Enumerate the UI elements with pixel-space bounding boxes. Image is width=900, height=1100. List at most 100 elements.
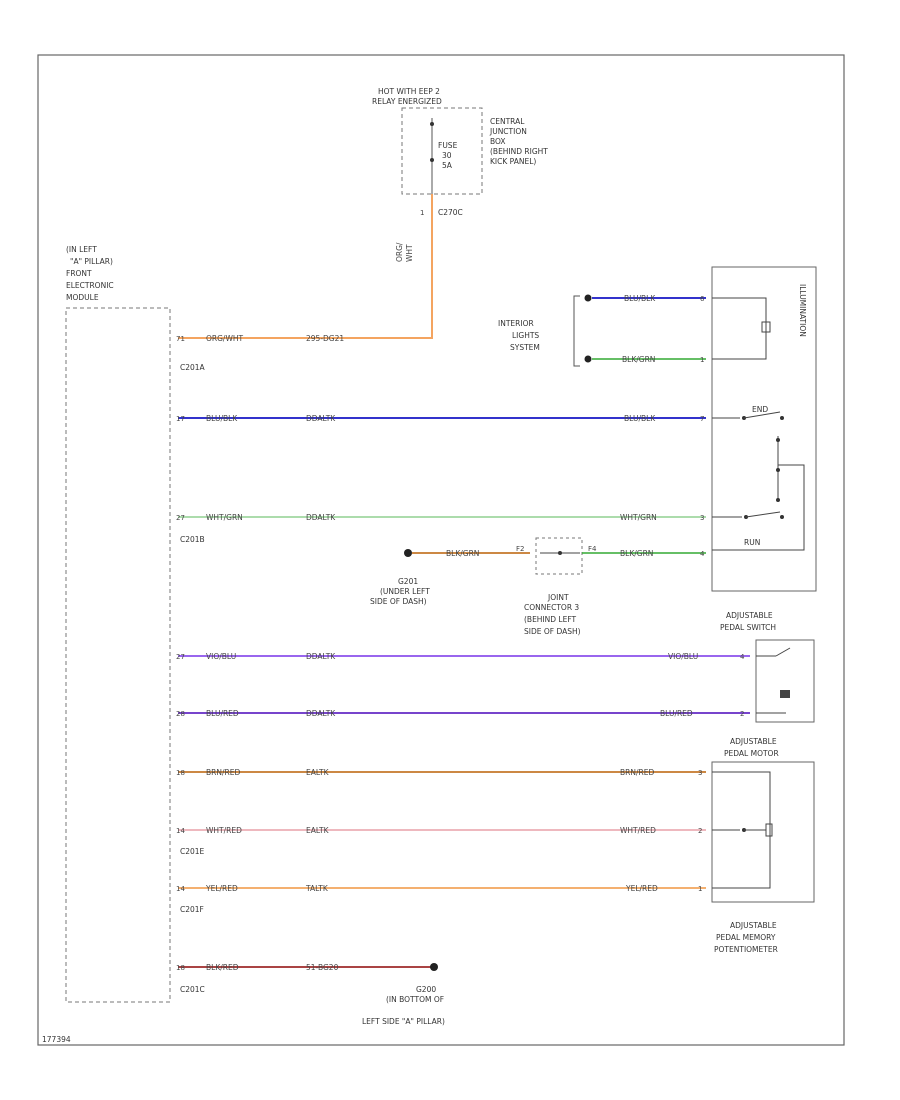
wire-7-code: YEL/RED [205, 884, 238, 893]
diagram-frame [37, 54, 845, 1046]
junction-desc-2: BOX [490, 137, 506, 146]
interior-bottom-code: BLK/GRN [622, 355, 655, 364]
fuse-note: HOT WITH EEP 2 [378, 87, 440, 96]
fuse-feed-wire: ORG/ WHT [178, 194, 433, 339]
wire-3-right-code: VIO/BLU [668, 652, 698, 661]
module-outline [65, 307, 171, 1003]
connector-c201b: C201B [180, 535, 205, 544]
junction-desc-0: CENTRAL [490, 117, 525, 126]
wire-1-code: BLU/BLK [206, 414, 238, 423]
module-label-4: MODULE [66, 293, 99, 302]
wire-0-code: ORG/WHT [206, 334, 244, 343]
wire-4-code: BLU/RED [206, 709, 239, 718]
module-label-3: ELECTRONIC [66, 281, 114, 290]
wire-7: 14 YEL/RED TALTK YEL/RED 1 [176, 884, 706, 893]
wire-6-code: WHT/RED [206, 826, 242, 835]
pedal-switch-outline [755, 639, 815, 723]
wire-0-circuit: 295-DG21 [306, 334, 344, 343]
wire-6-right-pin: 2 [698, 827, 702, 835]
pedal-switch-label-0: ADJUSTABLE [726, 611, 773, 620]
g201-label-1: (UNDER LEFT [380, 587, 430, 596]
joint-label-3: SIDE OF DASH) [524, 627, 581, 636]
wire-1-right-code: BLU/BLK [624, 414, 656, 423]
illumination-switch: ILLUMINATION END RUN [711, 266, 817, 592]
wire-2-right-code: WHT/GRN [620, 513, 657, 522]
wire-1-pin: 17 [176, 415, 185, 423]
interior-bottom-pin: 1 [700, 356, 704, 364]
pedal-sensor-label-2: POTENTIOMETER [714, 945, 778, 954]
connector-c201a: C201A [180, 363, 206, 372]
ground-wire-code: BLK/GRN [446, 549, 479, 558]
fuse-connector: C270C [438, 208, 463, 217]
wire-4-right-code: BLU/RED [660, 709, 693, 718]
joint-connector-box [535, 537, 583, 575]
wire-6: 14 WHT/RED EALTK WHT/RED 2 [176, 826, 706, 835]
joint-label-2: (BEHIND LEFT [524, 615, 577, 624]
wire-2-code: WHT/GRN [206, 513, 243, 522]
fuse-name: FUSE [438, 141, 458, 150]
wire-4-right-pin: 2 [740, 710, 744, 718]
connector-c201f: C201F [180, 905, 204, 914]
fuse-amp: 5A [442, 161, 453, 170]
module-label-2: FRONT [66, 269, 92, 278]
wire-6-right-code: WHT/RED [620, 826, 656, 835]
ground-wire-right-pin: 4 [700, 550, 705, 558]
wire-4-circuit: DDALTK [306, 709, 336, 718]
adjustable-pedal-sensor: ADJUSTABLE PEDAL MEMORY POTENTIOMETER [714, 921, 778, 954]
illumination-outline [711, 266, 817, 592]
interior-label-1: LIGHTS [512, 331, 539, 340]
wire-3: 27 VIO/BLU DDALTK VIO/BLU 4 [176, 652, 750, 661]
wire-7-right-pin: 1 [698, 885, 702, 893]
interior-top-pin: 6 [700, 295, 705, 303]
fuse-num: 30 [442, 151, 452, 160]
wire-5-pin: 18 [176, 769, 185, 777]
joint-pin-right: F4 [588, 545, 597, 553]
ground-joint-circuit: BLK/GRN F2 F4 BLK/GRN 4 G201 (UNDER LEFT… [370, 537, 706, 636]
wire-8-pin: 18 [176, 964, 185, 972]
interior-label-0: INTERIOR [498, 319, 534, 328]
fuse-box-outline [401, 107, 483, 195]
junction-desc-3: (BEHIND RIGHT [490, 147, 548, 156]
pedal-motor-label-1: PEDAL MOTOR [724, 749, 779, 758]
wire-0-pin: 71 [176, 335, 185, 343]
wire-8: 18 BLK/RED 51-BG20 [176, 963, 438, 972]
joint-pin-left: F2 [516, 545, 524, 553]
wire-2-right-pin: 3 [700, 514, 704, 522]
wire-1-circuit: DDALTK [306, 414, 336, 423]
ground-wire-right-code: BLK/GRN [620, 549, 653, 558]
illumination-label: ILLUMINATION [798, 284, 807, 337]
wire-4: 28 BLU/RED DDALTK BLU/RED 2 [176, 709, 750, 718]
module-label-1: "A" PILLAR) [70, 257, 113, 266]
wire-3-code: VIO/BLU [206, 652, 236, 661]
pedal-sensor-label-0: ADJUSTABLE [730, 921, 777, 930]
wire-3-pin: 27 [176, 653, 185, 661]
wire-5-right-pin: 3 [698, 769, 702, 777]
wire-1: 17 BLU/BLK DDALTK BLU/BLK 7 [176, 414, 706, 423]
wire-3-right-pin: 4 [740, 653, 745, 661]
wire-6-circuit: EALTK [306, 826, 330, 835]
wire-1-right-pin: 7 [700, 415, 704, 423]
illumination-mid: RUN [744, 538, 760, 547]
junction-desc-4: KICK PANEL) [490, 157, 536, 166]
adjustable-pedal-motor: ADJUSTABLE PEDAL MOTOR [711, 737, 815, 903]
fuse-pin: 1 [420, 209, 424, 217]
wire-3-circuit: DDALTK [306, 652, 336, 661]
wire-6-pin: 14 [176, 827, 185, 835]
fuse-note2: RELAY ENERGIZED [372, 97, 442, 106]
interior-lights-system: INTERIOR LIGHTS SYSTEM BLU/BLK BLK/GRN 6… [498, 294, 706, 367]
wire-2: 27 WHT/GRN DDALTK WHT/GRN 3 [176, 513, 706, 522]
wire-7-pin: 14 [176, 885, 185, 893]
g200-label-2: LEFT SIDE "A" PILLAR) [362, 1017, 445, 1026]
wire-5-code: BRN/RED [206, 768, 240, 777]
illumination-end: END [752, 405, 768, 414]
g201-label-0: G201 [398, 577, 418, 586]
pedal-switch-label-1: PEDAL SWITCH [720, 623, 776, 632]
interior-label-2: SYSTEM [510, 343, 540, 352]
wire-2-pin: 27 [176, 514, 185, 522]
interior-top-code: BLU/BLK [624, 294, 656, 303]
wire-5-right-code: BRN/RED [620, 768, 654, 777]
wire-2-circuit: DDALTK [306, 513, 336, 522]
wire-7-circuit: TALTK [305, 884, 329, 893]
wire-4-pin: 28 [176, 710, 185, 718]
